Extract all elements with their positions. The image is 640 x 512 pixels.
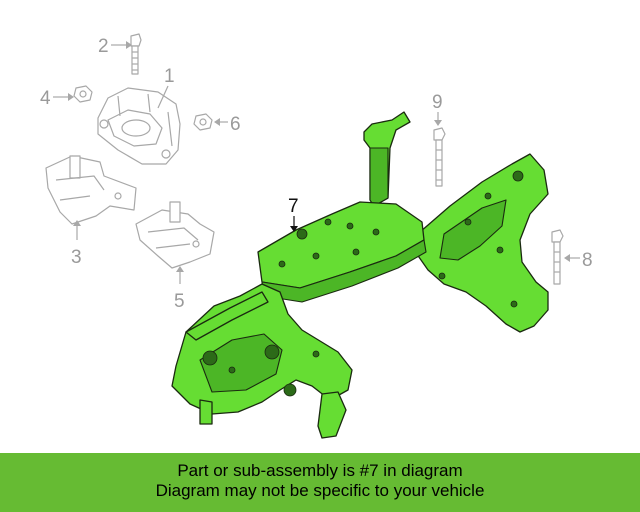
part-4-nut[interactable] <box>73 85 93 103</box>
part-6-nut[interactable] <box>193 113 213 131</box>
callout-2-label: 2 <box>98 36 109 57</box>
callout-1: 1 <box>157 66 175 109</box>
callout-4: 4 <box>40 88 74 109</box>
callout-5-label: 5 <box>174 291 185 312</box>
banner-line-1: Part or sub-assembly is #7 in diagram <box>177 461 463 480</box>
part-5-bracket[interactable] <box>135 201 215 269</box>
info-banner: Part or sub-assembly is #7 in diagram Di… <box>0 453 640 512</box>
callout-2: 2 <box>98 36 132 57</box>
exploded-parts-diagram: 2 4 1 6 <box>40 33 593 439</box>
callout-4-label: 4 <box>40 88 51 109</box>
callout-6-label: 6 <box>230 114 241 135</box>
callout-8-label: 8 <box>582 250 593 271</box>
callout-3-label: 3 <box>71 247 82 268</box>
part-9-bolt[interactable] <box>433 127 446 187</box>
banner-line-2: Diagram may not be specific to your vehi… <box>155 481 485 500</box>
part-1-engine-mount[interactable] <box>97 87 181 165</box>
part-3-bracket[interactable] <box>45 155 137 225</box>
part-8-bolt[interactable] <box>551 229 564 285</box>
callout-7-label: 7 <box>288 196 299 217</box>
callout-1-label: 1 <box>164 66 175 87</box>
callout-9-label: 9 <box>432 92 443 113</box>
callout-8: 8 <box>564 250 593 271</box>
callout-5: 5 <box>174 266 185 312</box>
part-2-bolt[interactable] <box>130 33 142 75</box>
callout-7: 7 <box>288 196 299 232</box>
callout-3: 3 <box>71 220 82 268</box>
callout-9: 9 <box>432 92 443 126</box>
callout-6: 6 <box>214 114 241 135</box>
part-7-frame-assembly[interactable] <box>171 111 549 439</box>
